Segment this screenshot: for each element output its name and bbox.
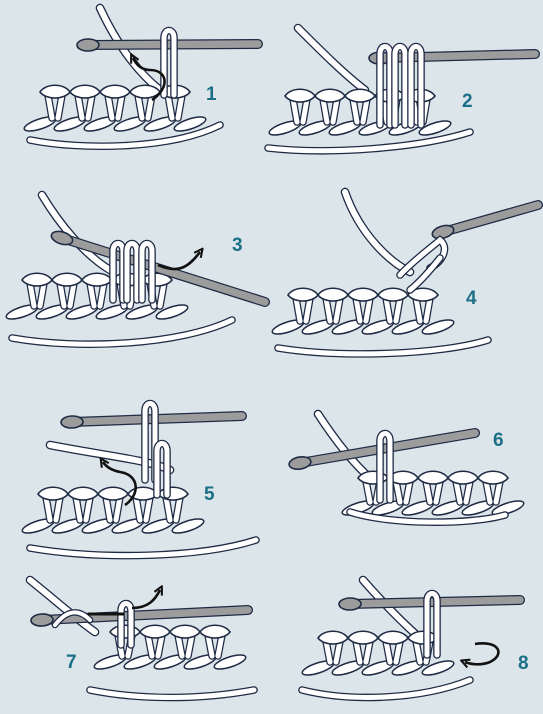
step-number-5: 5 — [204, 485, 215, 504]
step-number-7: 7 — [66, 653, 77, 672]
fabric-row — [271, 288, 455, 337]
step-1-panel — [23, 8, 258, 146]
step-6-panel — [288, 414, 525, 522]
step-8-panel — [301, 580, 520, 697]
fabric-row — [21, 487, 205, 536]
step-number-6: 6 — [493, 431, 504, 450]
step-7-panel — [30, 580, 254, 698]
step-2-panel — [268, 28, 535, 151]
step-number-1: 1 — [206, 85, 217, 104]
fabric-row — [301, 631, 455, 678]
fabric-row — [341, 471, 525, 518]
turn-work-arrow-icon — [465, 643, 498, 664]
step-number-4: 4 — [466, 289, 477, 308]
step-number-8: 8 — [518, 654, 529, 673]
pull-through-arrow-icon — [158, 252, 200, 269]
fabric-row — [23, 85, 207, 134]
step-number-2: 2 — [462, 92, 473, 111]
step-number-3: 3 — [232, 236, 243, 255]
fabric-row — [93, 625, 247, 672]
crochet-hook-icon — [431, 205, 538, 241]
step-4-panel — [271, 192, 538, 354]
fabric-row — [5, 273, 189, 322]
step-5-panel — [21, 404, 256, 556]
step-3-panel — [5, 195, 265, 344]
pull-through-arrow-icon — [132, 590, 160, 608]
